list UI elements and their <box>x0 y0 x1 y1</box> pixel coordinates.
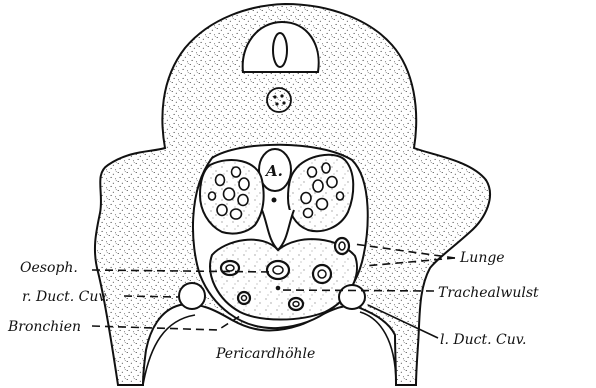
bronchien-label: Bronchien <box>7 319 81 335</box>
l-duct-cuv-label: l. Duct. Cuv. <box>440 332 526 348</box>
oesoph-label: Oesoph. <box>20 260 78 276</box>
lunge-label: Lunge <box>459 250 505 266</box>
right-lung <box>288 155 353 231</box>
aorta-label: A. <box>264 162 283 180</box>
notochord <box>267 88 291 112</box>
right-ductus-cuvieri <box>179 283 205 309</box>
neural-canal <box>273 33 287 67</box>
r-duct-cuv-label: r. Duct. Cuv. <box>22 289 109 305</box>
pericardhoehle-label: Pericardhöhle <box>215 346 315 362</box>
left-ductus-cuvieri <box>339 285 365 309</box>
trachealwulst-label: Trachealwulst <box>438 285 539 301</box>
